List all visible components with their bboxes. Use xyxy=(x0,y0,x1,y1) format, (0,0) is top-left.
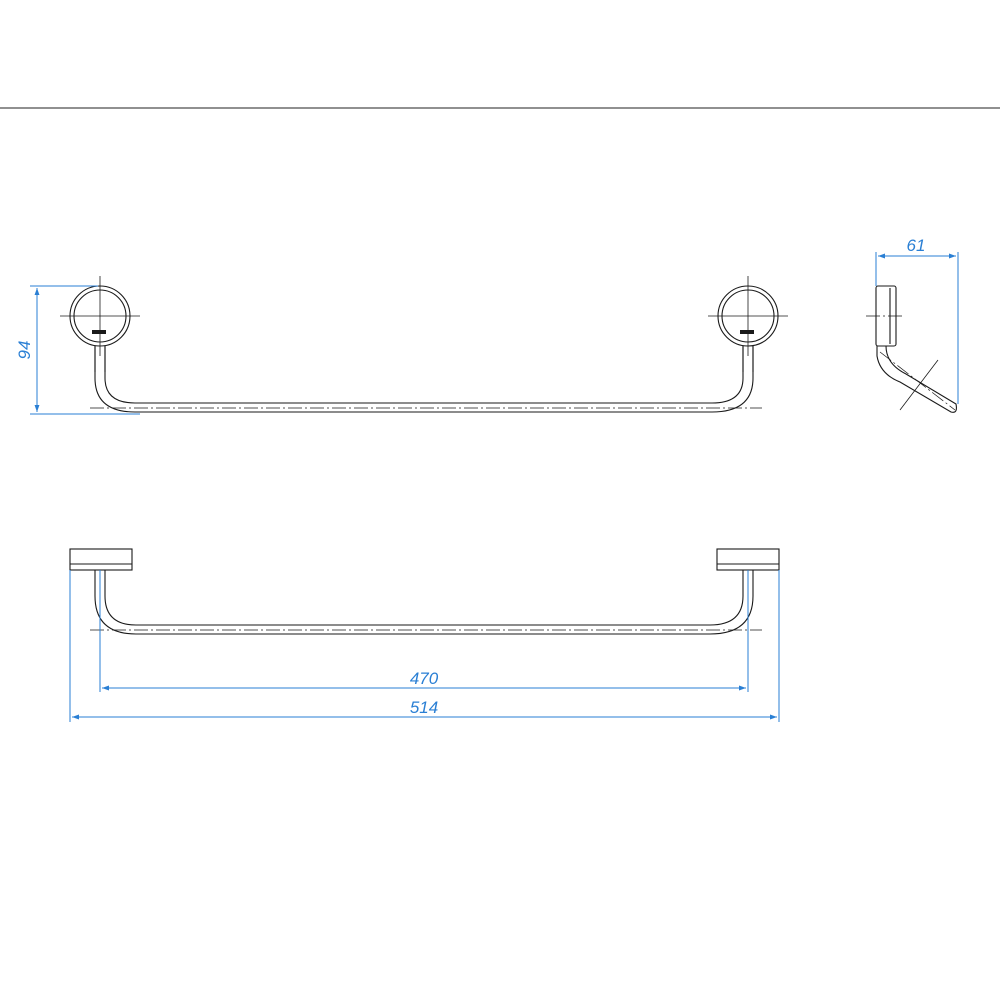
height-dimension: 94 xyxy=(15,285,140,415)
height-dimension-label: 94 xyxy=(15,341,34,360)
front-bar-outline xyxy=(94,346,754,413)
left-mount-top xyxy=(69,548,133,571)
top-bar-outline xyxy=(94,570,754,635)
front-bar-inner xyxy=(104,346,744,404)
center-distance-label: 470 xyxy=(410,669,439,688)
overall-length-label: 514 xyxy=(410,698,438,717)
depth-dimension: 61 xyxy=(875,236,959,404)
side-view xyxy=(866,285,957,413)
overall-length-dimension: 514 xyxy=(69,570,780,722)
center-distance-dimension: 470 xyxy=(99,570,749,692)
depth-dimension-label: 61 xyxy=(907,236,926,255)
top-bar-inner xyxy=(104,570,744,626)
right-mount-top xyxy=(716,548,780,571)
side-bar-outline xyxy=(876,345,957,413)
top-view xyxy=(69,548,780,635)
front-view xyxy=(60,276,788,413)
left-wall-mount xyxy=(60,276,140,372)
right-wall-mount xyxy=(708,276,788,372)
